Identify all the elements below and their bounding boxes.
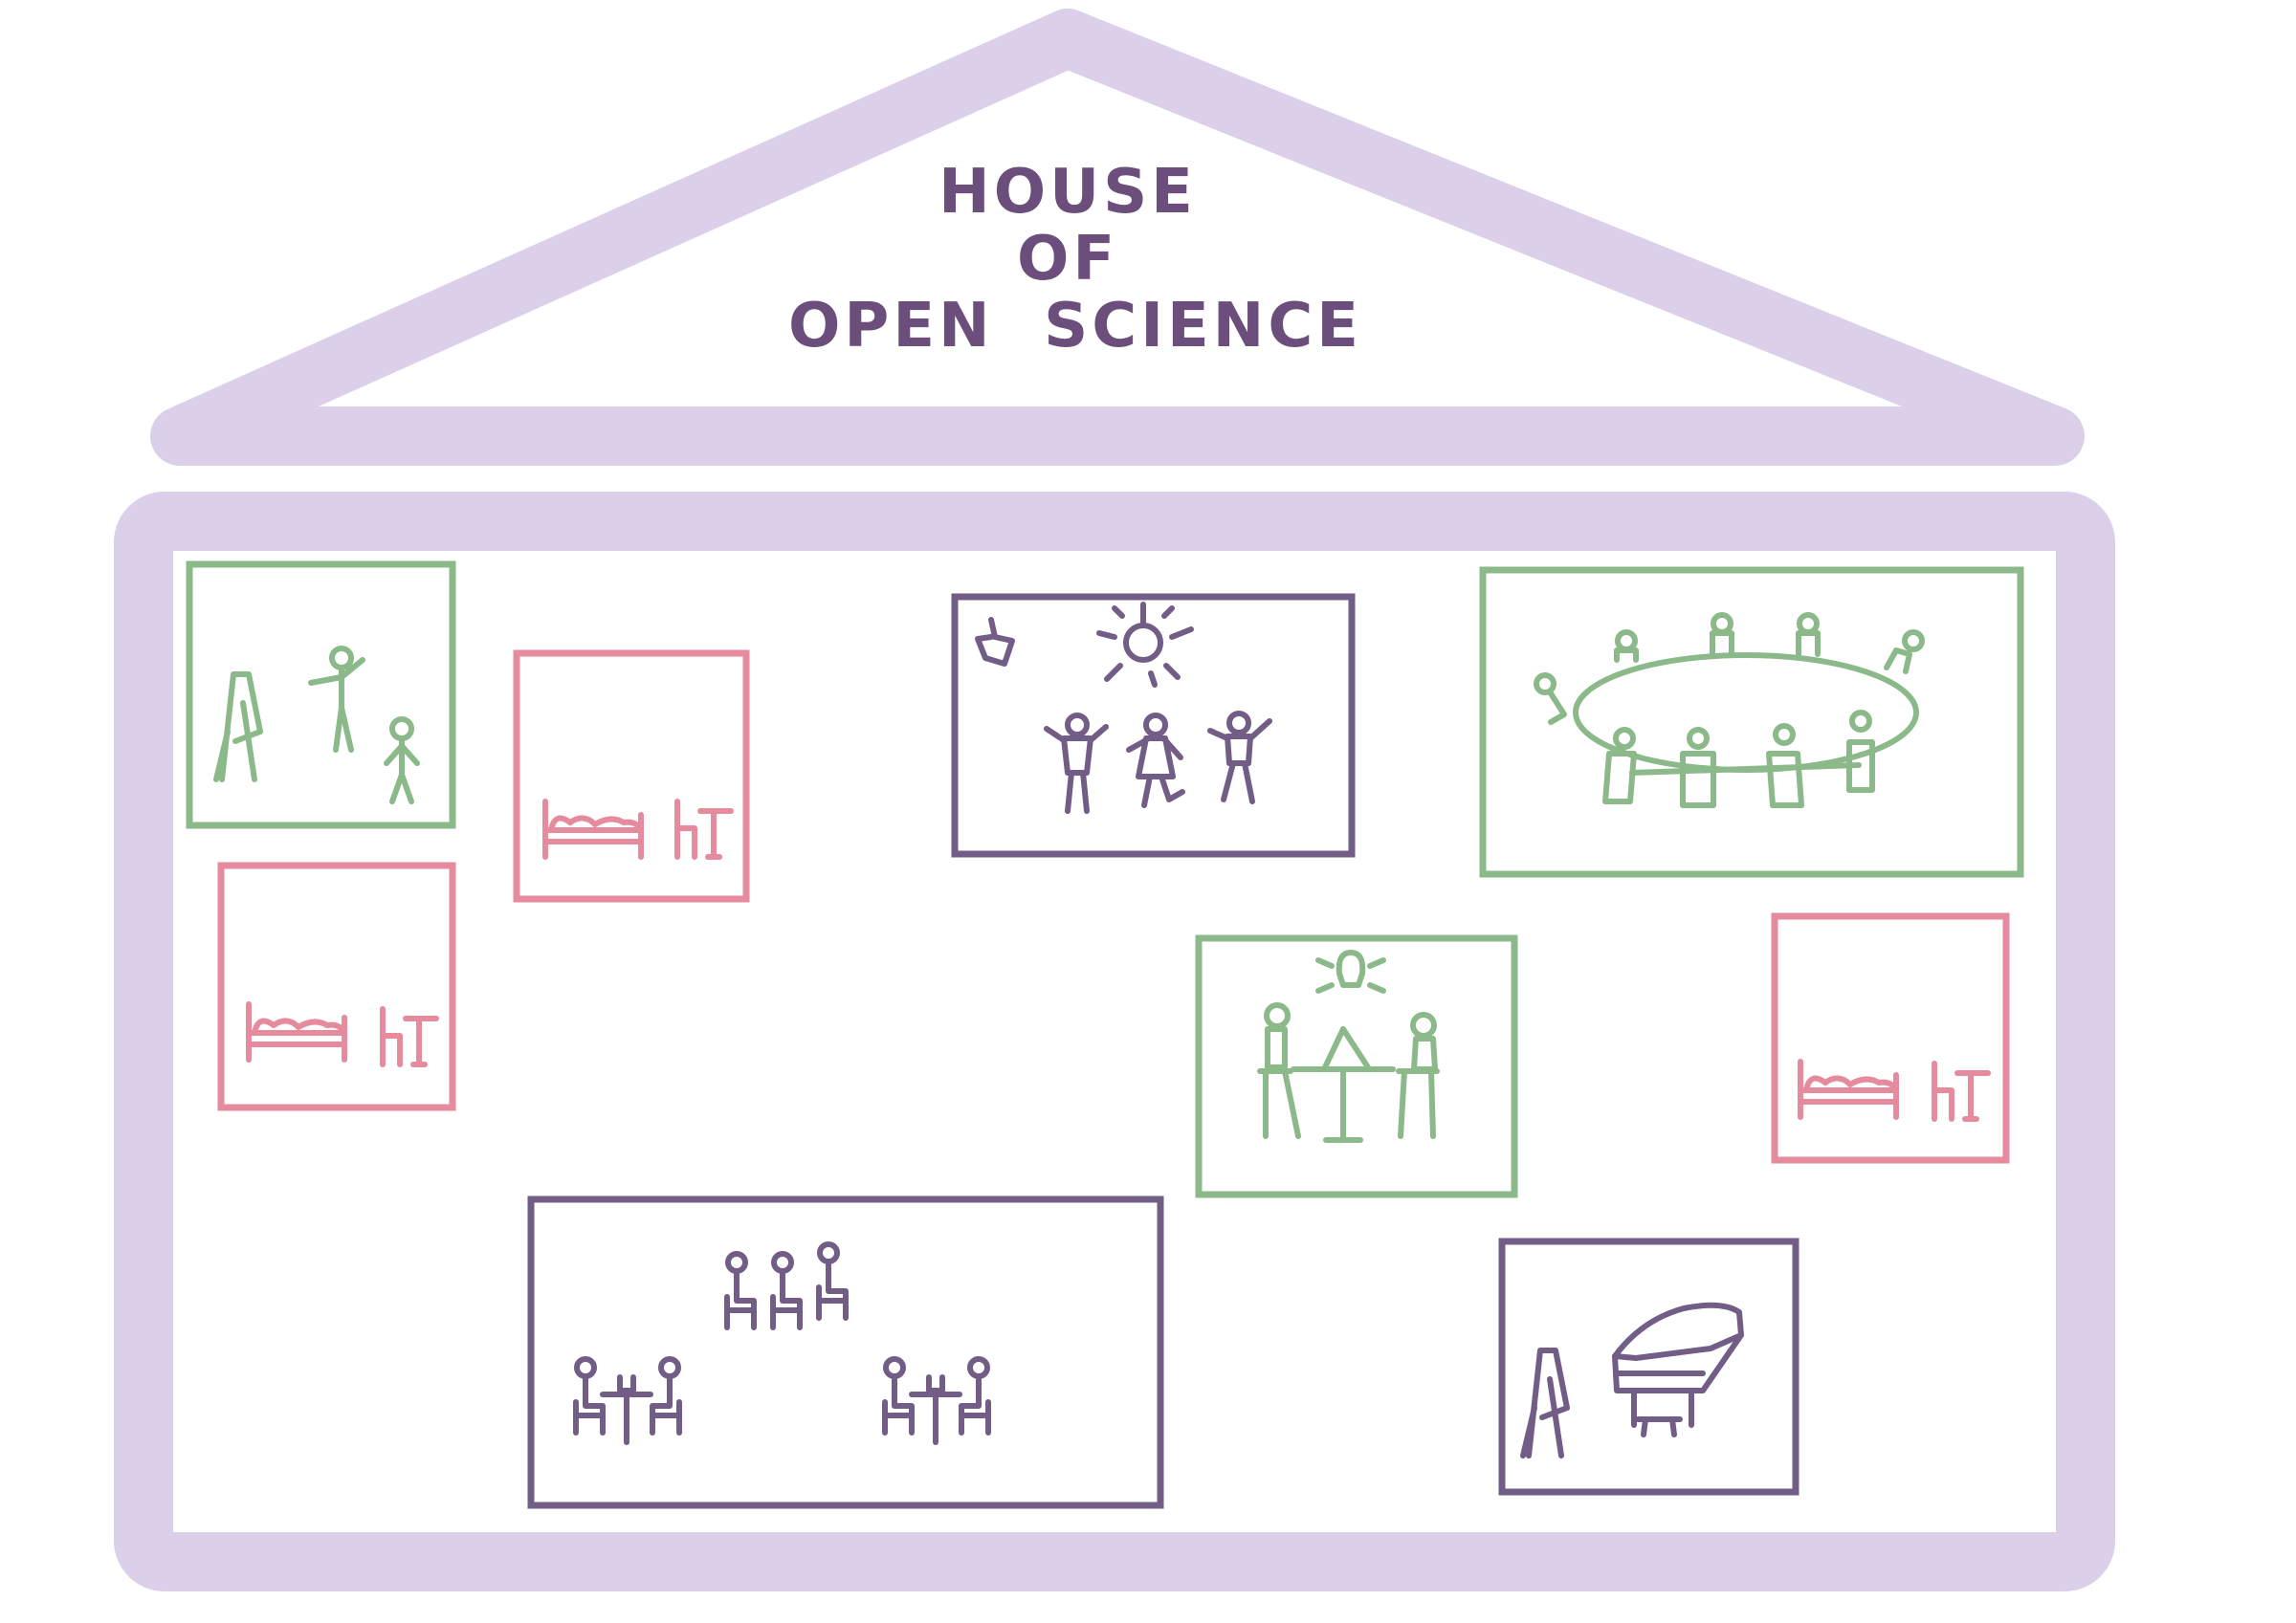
title-line-open-science: OPEN SCIENCE <box>788 291 1362 362</box>
bedroom-2 <box>217 862 456 1111</box>
coffee-table-icon <box>576 1359 679 1445</box>
bed-icon <box>1800 1062 1896 1117</box>
cafe-room <box>527 1195 1164 1509</box>
meeting-room <box>1479 566 2024 878</box>
bedroom-1 <box>513 649 750 903</box>
presentation-room <box>186 560 456 829</box>
house-body <box>114 492 2115 1591</box>
music-art-room <box>1498 1238 1799 1496</box>
coffee-table-icon <box>885 1359 988 1445</box>
people-icon <box>1534 612 1925 808</box>
lightbulb-icon <box>1315 950 1386 994</box>
house-roof <box>150 9 2085 466</box>
idea-room <box>1195 934 1518 1198</box>
disco-ball-icon <box>1096 602 1194 688</box>
presenter-icon <box>308 646 365 753</box>
listener-icon <box>386 719 417 801</box>
party-room <box>951 593 1356 858</box>
desk-chair-icon <box>677 801 731 857</box>
people-icon <box>727 1244 846 1327</box>
bed-icon <box>545 801 641 857</box>
piano-icon <box>1612 1302 1744 1437</box>
bedroom-3 <box>1771 912 2010 1164</box>
speaker-icon <box>975 617 1015 667</box>
title-line-of: OF <box>1017 224 1118 295</box>
bed-icon <box>249 1004 344 1060</box>
table-icon <box>1291 1026 1396 1143</box>
title-line-house: HOUSE <box>938 157 1197 228</box>
desk-chair-icon <box>1934 1064 1988 1119</box>
easel-icon <box>216 674 260 779</box>
house-title: HOUSE OF OPEN SCIENCE <box>788 157 1362 362</box>
easel-icon <box>1523 1350 1567 1456</box>
desk-chair-icon <box>383 1009 436 1064</box>
dancers-icon <box>1044 711 1272 814</box>
people-icon <box>1257 1002 1440 1139</box>
